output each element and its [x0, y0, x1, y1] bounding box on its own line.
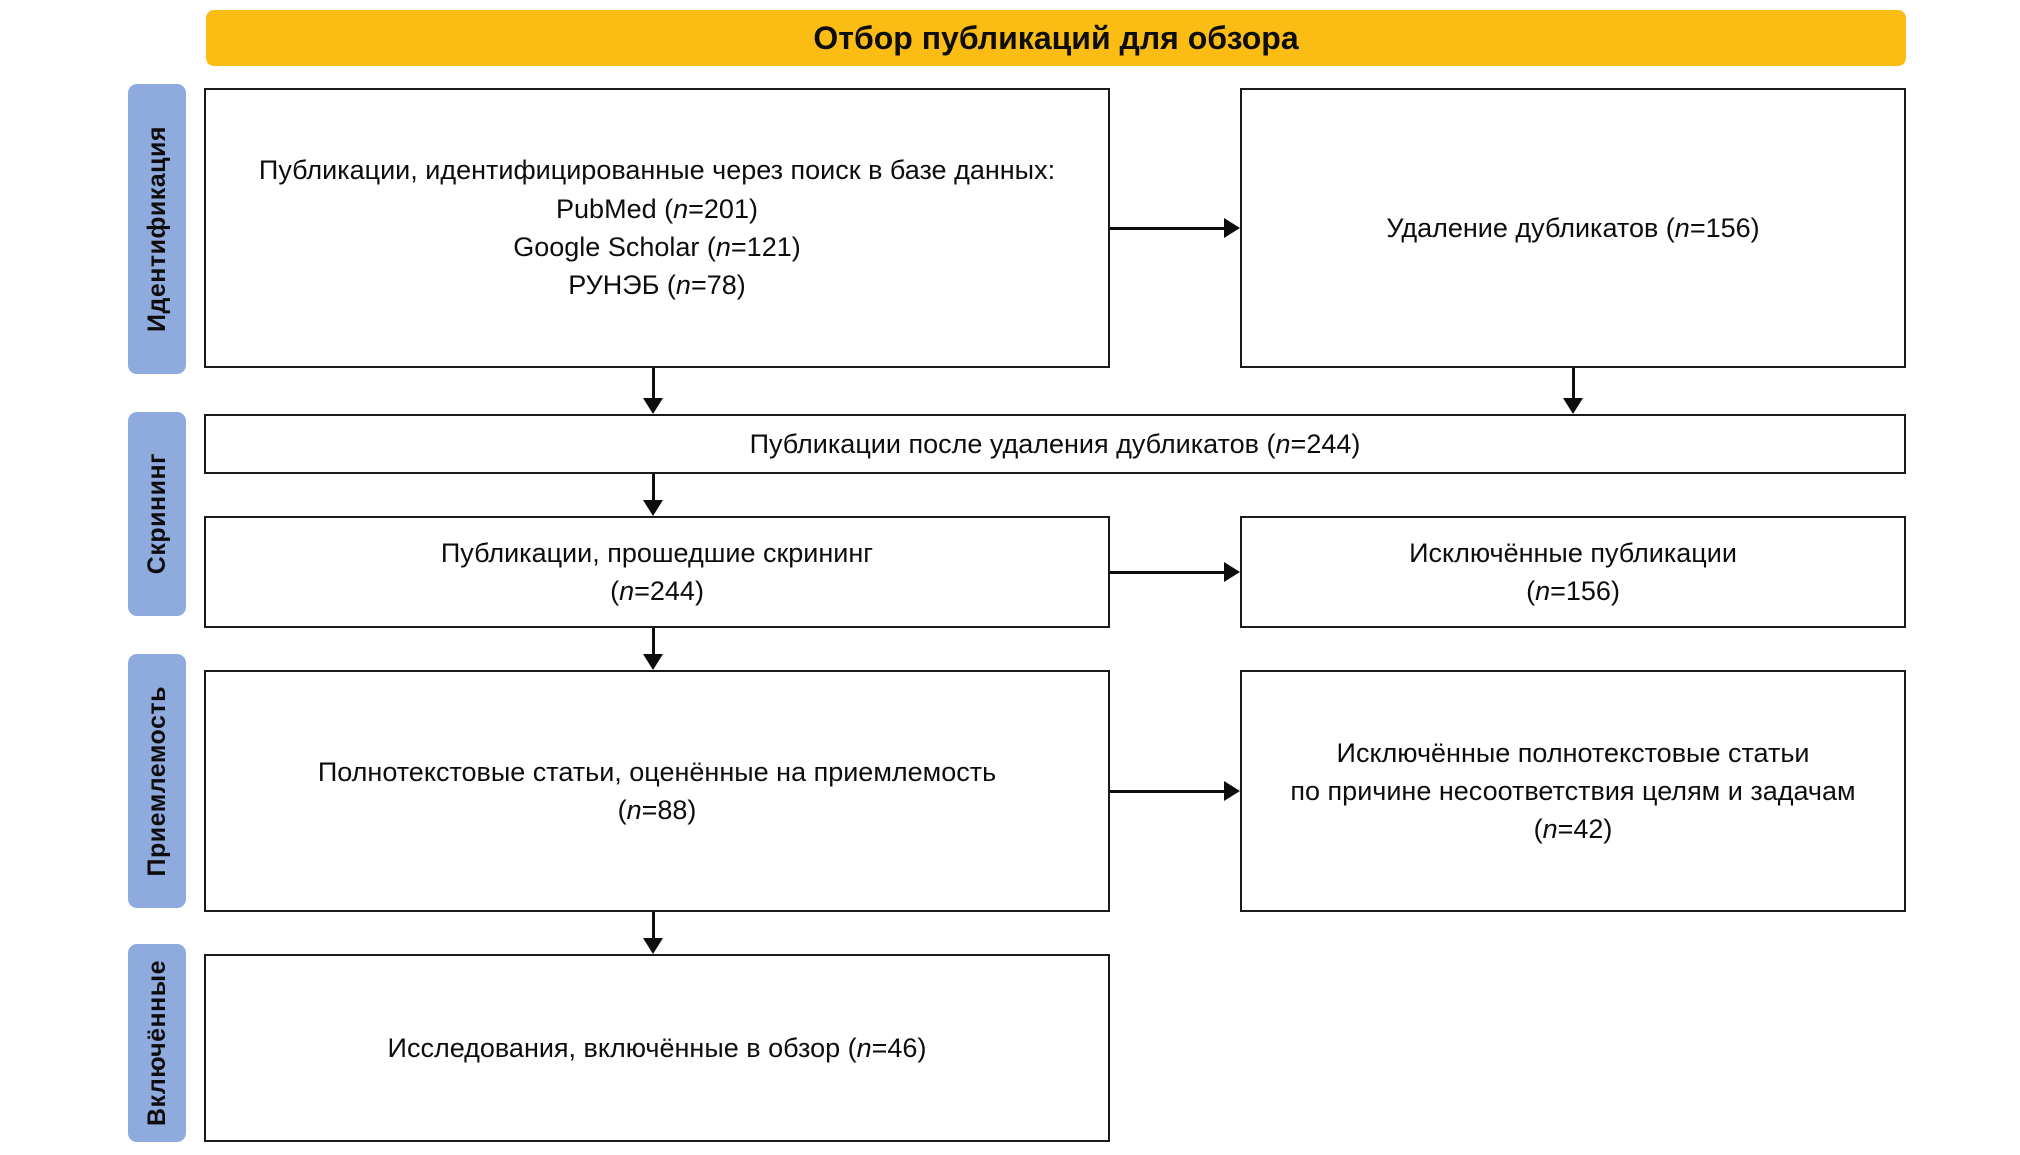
box-screened-text: Публикации, прошедшие скрининг (n=244) — [206, 534, 1108, 611]
box-duplicates-removed: Удаление дубликатов (n=156) — [1240, 88, 1906, 368]
line-excluded-fulltext-2: по причине несоответствия целям и задача… — [1290, 775, 1856, 806]
box-fulltext-assessed: Полнотекстовые статьи, оценённые на прие… — [204, 670, 1110, 912]
diagram-title-banner: Отбор публикаций для обзора — [206, 10, 1906, 66]
line-excluded-fulltext-count: (n=42) — [1533, 814, 1613, 845]
arrow-after-duplicates-to-screened — [641, 474, 665, 516]
line-pubmed: PubMed (n=201) — [556, 193, 758, 224]
stage-label-eligibility-text: Приемлемость — [142, 685, 171, 877]
line-google-scholar: Google Scholar (n=121) — [513, 232, 801, 262]
box-fulltext-assessed-text: Полнотекстовые статьи, оценённые на прие… — [206, 753, 1108, 830]
arrow-identified-to-after-duplicates — [641, 368, 665, 414]
stage-label-included: Включённые — [128, 944, 186, 1142]
arrow-duplicates-to-after-duplicates — [1561, 368, 1585, 414]
line-duplicates: Удаление дубликатов (n=156) — [1386, 212, 1760, 243]
box-screened: Публикации, прошедшие скрининг (n=244) — [204, 516, 1110, 628]
box-excluded-fulltext: Исключённые полнотекстовые статьи по при… — [1240, 670, 1906, 912]
line-studies-included: Исследования, включённые в обзор (n=46) — [387, 1032, 927, 1063]
line-source-header: Публикации, идентифицированные через пои… — [258, 155, 1056, 186]
stage-label-screening: Скрининг — [128, 412, 186, 616]
arrow-identified-to-duplicates — [1110, 216, 1240, 240]
box-records-identified: Публикации, идентифицированные через пои… — [204, 88, 1110, 368]
stage-label-included-text: Включённые — [142, 959, 171, 1127]
line-excluded-fulltext-1: Исключённые полнотекстовые статьи — [1336, 737, 1810, 768]
line-after-duplicates: Публикации после удаления дубликатов (n=… — [749, 428, 1361, 459]
box-records-identified-text: Публикации, идентифицированные через пои… — [206, 151, 1108, 304]
line-screened: Публикации, прошедшие скрининг — [440, 537, 874, 568]
arrow-fulltext-to-excluded-fulltext — [1110, 779, 1240, 803]
line-fulltext-assessed-count: (n=88) — [617, 795, 697, 825]
box-excluded-records: Исключённые публикации (n=156) — [1240, 516, 1906, 628]
line-excluded-records-count: (n=156) — [1526, 576, 1620, 606]
page-title: Отбор публикаций для обзора — [813, 19, 1299, 56]
box-studies-included: Исследования, включённые в обзор (n=46) — [204, 954, 1110, 1142]
line-fulltext-assessed: Полнотекстовые статьи, оценённые на прие… — [317, 756, 997, 787]
stage-label-identification: Идентификация — [128, 84, 186, 374]
stage-label-identification-text: Идентификация — [142, 126, 171, 332]
box-duplicates-removed-text: Удаление дубликатов (n=156) — [1242, 209, 1904, 247]
line-screened-count: (n=244) — [610, 576, 704, 606]
arrow-screened-to-fulltext — [641, 628, 665, 670]
box-after-duplicates: Публикации после удаления дубликатов (n=… — [204, 414, 1906, 474]
box-studies-included-text: Исследования, включённые в обзор (n=46) — [206, 1029, 1108, 1067]
box-excluded-records-text: Исключённые публикации (n=156) — [1242, 534, 1904, 611]
arrow-screened-to-excluded — [1110, 560, 1240, 584]
arrow-fulltext-to-included — [641, 912, 665, 954]
box-after-duplicates-text: Публикации после удаления дубликатов (n=… — [206, 425, 1904, 463]
box-excluded-fulltext-text: Исключённые полнотекстовые статьи по при… — [1242, 734, 1904, 849]
line-runeb: РУНЭБ (n=78) — [568, 270, 746, 301]
stage-label-screening-text: Скрининг — [142, 453, 171, 575]
line-excluded-records: Исключённые публикации — [1409, 537, 1737, 568]
stage-label-eligibility: Приемлемость — [128, 654, 186, 908]
